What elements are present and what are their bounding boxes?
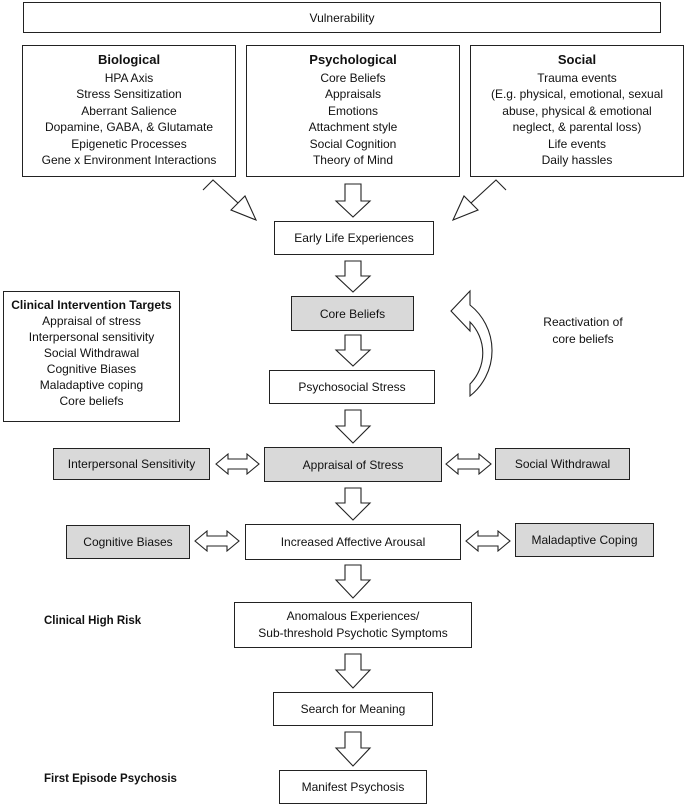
psychological-item: Emotions	[327, 103, 379, 118]
down-arrow	[334, 260, 372, 293]
affective-arousal-label: Increased Affective Arousal	[280, 535, 426, 549]
early-life-label: Early Life Experiences	[294, 231, 414, 245]
psychosocial-stress-box: Psychosocial Stress	[269, 370, 435, 404]
psychological-item: Theory of Mind	[312, 153, 394, 167]
down-arrow	[334, 334, 372, 367]
cit-item: Core beliefs	[59, 394, 124, 408]
social-item: (E.g. physical, emotional, sexual	[490, 87, 664, 101]
diagonal-arrow-right	[202, 179, 258, 222]
down-arrow	[334, 564, 372, 599]
psychological-box: Psychological Core Beliefs Appraisals Em…	[246, 45, 460, 177]
maladaptive-coping-box: Maladaptive Coping	[515, 523, 654, 557]
cit-item: Cognitive Biases	[46, 362, 137, 376]
core-beliefs-label: Core Beliefs	[319, 306, 386, 321]
clinical-intervention-targets-box: Clinical Intervention Targets Appraisal …	[3, 291, 180, 422]
biological-box: Biological HPA Axis Stress Sensitization…	[22, 45, 236, 177]
psychological-item: Attachment style	[308, 120, 398, 134]
appraisal-label: Appraisal of Stress	[302, 457, 404, 472]
psychological-title: Psychological	[309, 52, 397, 67]
psychological-item: Social Cognition	[309, 136, 397, 151]
interpersonal-label: Interpersonal Sensitivity	[67, 457, 196, 471]
biological-item: Epigenetic Processes	[71, 136, 187, 151]
vulnerability-label: Vulnerability	[309, 10, 375, 25]
biological-title: Biological	[97, 52, 161, 67]
down-arrow	[334, 731, 372, 767]
cognitive-biases-label: Cognitive Biases	[83, 535, 173, 549]
cit-item: Interpersonal sensitivity	[28, 330, 155, 344]
reactivation-line2: core beliefs	[552, 332, 614, 346]
down-arrow	[334, 653, 372, 689]
social-withdrawal-box: Social Withdrawal	[495, 448, 630, 480]
double-arrow	[215, 452, 260, 476]
biological-item: Gene x Environment Interactions	[41, 153, 217, 167]
down-arrow	[334, 487, 372, 521]
vulnerability-box: Vulnerability	[23, 2, 661, 33]
clinical-high-risk-label: Clinical High Risk	[44, 615, 142, 627]
cit-title: Clinical Intervention Targets	[11, 298, 172, 312]
diagonal-arrow-left	[451, 179, 507, 222]
search-for-meaning-box: Search for Meaning	[273, 692, 433, 726]
reactivation-note: Reactivation of core beliefs	[528, 314, 638, 348]
biological-item: HPA Axis	[104, 70, 154, 85]
cit-item: Appraisal of stress	[42, 314, 141, 328]
biological-item: Stress Sensitization	[76, 87, 182, 101]
core-beliefs-box: Core Beliefs	[291, 296, 414, 331]
maladaptive-coping-label: Maladaptive Coping	[531, 533, 638, 547]
psychological-item: Appraisals	[324, 87, 382, 101]
double-arrow	[445, 452, 492, 476]
manifest-psychosis-box: Manifest Psychosis	[279, 770, 427, 804]
double-arrow	[465, 529, 511, 553]
psychological-item: Core Beliefs	[320, 70, 386, 85]
down-arrow	[334, 409, 372, 444]
interpersonal-sensitivity-box: Interpersonal Sensitivity	[53, 448, 210, 480]
social-box: Social Trauma events (E.g. physical, emo…	[470, 45, 684, 177]
early-life-experiences-box: Early Life Experiences	[274, 221, 434, 255]
biological-item: Aberrant Salience	[81, 103, 177, 118]
cit-item: Maladaptive coping	[39, 378, 144, 392]
cognitive-biases-box: Cognitive Biases	[66, 525, 190, 559]
social-item: Trauma events	[537, 70, 617, 85]
anomalous-label-line1: Anomalous Experiences/	[286, 609, 420, 623]
social-item: abuse, physical & emotional	[502, 103, 652, 118]
social-item: neglect, & parental loss)	[512, 120, 642, 134]
social-item: Life events	[547, 136, 607, 151]
biological-item: Dopamine, GABA, & Glutamate	[44, 120, 214, 134]
social-title: Social	[557, 52, 597, 67]
social-item: Daily hassles	[541, 153, 613, 167]
appraisal-of-stress-box: Appraisal of Stress	[264, 447, 442, 482]
double-arrow	[194, 529, 240, 553]
manifest-label: Manifest Psychosis	[301, 780, 405, 794]
social-withdrawal-label: Social Withdrawal	[514, 457, 611, 471]
cit-item: Social Withdrawal	[43, 346, 140, 360]
search-meaning-label: Search for Meaning	[300, 702, 406, 716]
first-episode-psychosis-label: First Episode Psychosis	[44, 773, 177, 785]
curved-reactivation-arrow	[450, 289, 493, 398]
increased-affective-arousal-box: Increased Affective Arousal	[245, 524, 461, 560]
reactivation-line1: Reactivation of	[543, 315, 623, 329]
psychosocial-stress-label: Psychosocial Stress	[298, 380, 406, 394]
down-arrow	[334, 183, 372, 218]
anomalous-label-line2: Sub-threshold Psychotic Symptoms	[258, 626, 448, 640]
anomalous-experiences-box: Anomalous Experiences/ Sub-threshold Psy…	[234, 602, 472, 648]
